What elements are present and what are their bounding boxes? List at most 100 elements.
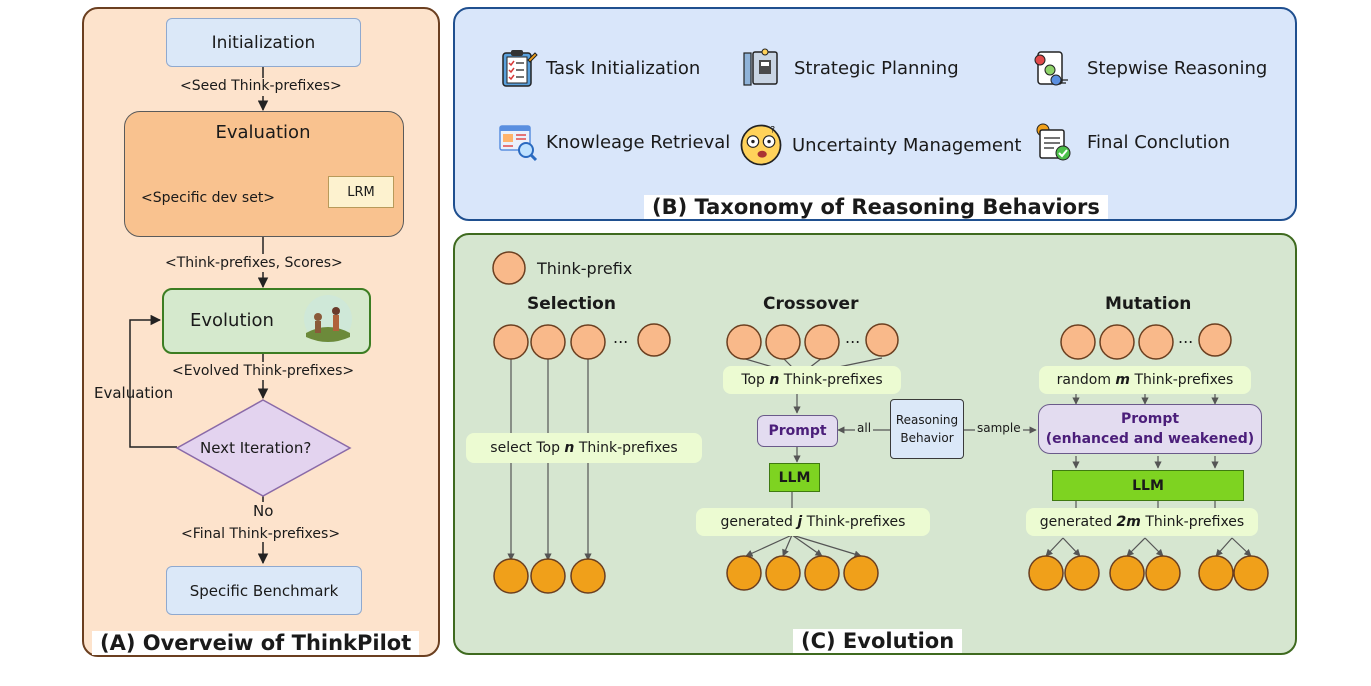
select-top-pre: select Top xyxy=(490,440,565,456)
mutation-input-node xyxy=(1138,324,1174,360)
decision-label: Next Iteration? xyxy=(200,439,312,457)
evolved-label: <Evolved Think-prefixes> xyxy=(172,363,355,379)
mutation-output-node xyxy=(1198,555,1234,591)
tax-item-uncertainty: ? Uncertainty Management xyxy=(738,122,1021,168)
mutation-ellipsis: ... xyxy=(1178,328,1194,347)
evaluation-box xyxy=(124,111,404,237)
selection-input-node xyxy=(493,324,529,360)
random-m-pre: random xyxy=(1056,372,1116,388)
gen-2m-var: 2m xyxy=(1116,514,1141,530)
select-top-post: Think-prefixes xyxy=(574,440,678,456)
crossover-title: Crossover xyxy=(763,294,859,314)
gen-2m-post: Think-prefixes xyxy=(1140,514,1245,530)
panel-c-title: (C) Evolution xyxy=(793,629,963,653)
crossover-input-node xyxy=(865,323,899,357)
gen-j-pre: generated xyxy=(720,514,798,530)
numbered-steps-icon xyxy=(1034,51,1068,86)
selection-ellipsis: ... xyxy=(613,328,629,347)
tax-label-task-init: Task Initialization xyxy=(546,57,701,79)
tax-label-strategic: Strategic Planning xyxy=(794,57,959,79)
crossover-output-node xyxy=(726,555,762,591)
clipboard-checklist-icon xyxy=(502,50,538,87)
crossover-output-node xyxy=(804,555,840,591)
mutation-prompt-line2: (enhanced and weakened) xyxy=(1045,431,1255,447)
panel-b xyxy=(453,7,1297,221)
lrm-box: LRM xyxy=(328,176,394,208)
crossover-llm-box: LLM xyxy=(769,463,820,492)
mutation-output-node xyxy=(1233,555,1269,591)
legend-node xyxy=(492,251,526,285)
panel-a-title: (A) Overveiw of ThinkPilot xyxy=(92,631,420,655)
tax-label-stepwise: Stepwise Reasoning xyxy=(1087,57,1268,79)
crossover-input-node xyxy=(804,324,840,360)
mutation-output-node xyxy=(1028,555,1064,591)
generated-j-pill: generated j Think-prefixes xyxy=(696,508,930,536)
confused-face-icon: ? xyxy=(740,124,782,166)
mutation-input-node xyxy=(1099,324,1135,360)
mutation-prompt-box: Prompt (enhanced and weakened) xyxy=(1038,404,1262,454)
lrm-label: LRM xyxy=(347,184,375,200)
tax-label-knowledge: Knowleage Retrieval xyxy=(546,131,731,153)
benchmark-box: Specific Benchmark xyxy=(166,566,362,615)
dev-set-label: <Specific dev set> xyxy=(141,190,276,206)
selection-title: Selection xyxy=(527,294,616,314)
tax-label-final: Final Conclution xyxy=(1087,131,1230,153)
reasoning-behavior-box: Reasoning Behavior xyxy=(890,399,964,459)
top-n-var: n xyxy=(769,372,780,388)
tax-item-strategic: Strategic Planning xyxy=(741,48,959,88)
selection-input-node xyxy=(637,323,671,357)
mutation-llm-label: LLM xyxy=(1132,477,1164,494)
benchmark-label: Specific Benchmark xyxy=(189,581,339,600)
generated-2m-pill: generated 2m Think-prefixes xyxy=(1026,508,1258,536)
random-m-post: Think-prefixes xyxy=(1130,372,1234,388)
crossover-llm-label: LLM xyxy=(778,469,811,486)
crossover-ellipsis: ... xyxy=(845,328,861,347)
top-n-pre: Top xyxy=(741,372,770,388)
all-label: all xyxy=(855,421,874,435)
mutation-input-node xyxy=(1060,324,1096,360)
panel-b-title: (B) Taxonomy of Reasoning Behaviors xyxy=(644,195,1108,219)
sample-label: sample xyxy=(975,421,1023,435)
tax-label-uncertainty: Uncertainty Management xyxy=(792,134,1022,156)
mutation-output-node xyxy=(1064,555,1100,591)
selection-output-node xyxy=(530,558,566,594)
selection-output-node xyxy=(493,558,529,594)
seed-label: <Seed Think-prefixes> xyxy=(180,78,342,94)
prefix-scores-label: <Think-prefixes, Scores> xyxy=(165,255,343,271)
planning-board-icon xyxy=(743,48,778,86)
mutation-output-node xyxy=(1109,555,1145,591)
mutation-output-node xyxy=(1145,555,1181,591)
evolution-label: Evolution xyxy=(190,310,274,331)
gen-2m-pre: generated xyxy=(1039,514,1117,530)
crossover-prompt-label: Prompt xyxy=(768,423,827,439)
mutation-title: Mutation xyxy=(1105,294,1192,314)
tax-item-final: Final Conclution xyxy=(1033,122,1230,162)
initialization-box: Initialization xyxy=(166,18,361,67)
no-label: No xyxy=(253,502,274,520)
svg-text:?: ? xyxy=(770,124,775,135)
tax-item-knowledge: Knowleage Retrieval xyxy=(498,122,730,162)
decision-diamond xyxy=(175,399,352,497)
evaluation-title: Evaluation xyxy=(215,122,311,143)
random-m-pill: random m Think-prefixes xyxy=(1039,366,1251,394)
tax-item-task-init: Task Initialization xyxy=(498,48,700,88)
legend-label: Think-prefix xyxy=(537,259,633,278)
top-n-post: Think-prefixes xyxy=(779,372,883,388)
select-top-var: n xyxy=(564,440,575,456)
initialization-label: Initialization xyxy=(211,32,316,53)
approved-document-icon xyxy=(1036,123,1071,161)
top-n-pill: Top n Think-prefixes xyxy=(723,366,901,394)
mutation-input-node xyxy=(1198,323,1232,357)
selection-output-node xyxy=(570,558,606,594)
tax-item-stepwise: Stepwise Reasoning xyxy=(1030,48,1267,88)
crossover-input-node xyxy=(726,324,762,360)
selection-input-node xyxy=(530,324,566,360)
reasoning-behavior-label: Reasoning Behavior xyxy=(895,413,959,445)
crossover-input-node xyxy=(765,324,801,360)
mutation-prompt-line1: Prompt xyxy=(1120,411,1180,427)
crossover-prompt-box: Prompt xyxy=(757,415,838,447)
search-document-icon xyxy=(499,125,538,162)
random-m-var: m xyxy=(1115,372,1130,388)
gen-j-var: j xyxy=(797,514,803,530)
